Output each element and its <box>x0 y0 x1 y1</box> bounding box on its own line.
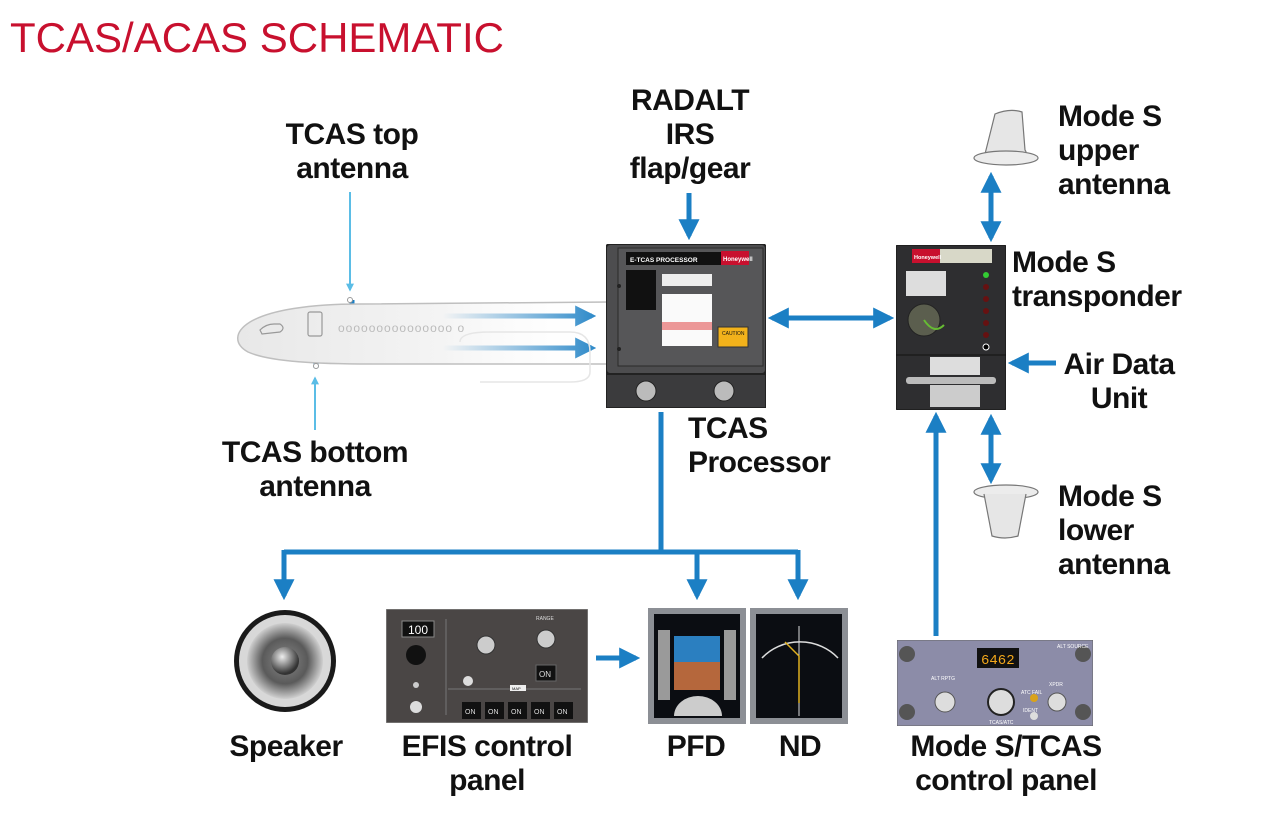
label-pfd: PFD <box>666 730 726 763</box>
efis-control-panel[interactable]: 100 RANGE ON MAP ON ON ON ON ON <box>385 608 589 724</box>
caution-label: CAUTION <box>722 331 745 337</box>
svg-text:TCAS/ATC: TCAS/ATC <box>989 720 1014 726</box>
page-title: TCAS/ACAS SCHEMATIC <box>10 14 504 61</box>
svg-text:ON: ON <box>488 709 499 716</box>
svg-text:ooooooooooooooo o: ooooooooooooooo o <box>338 321 465 335</box>
baro-value: 100 <box>408 623 428 637</box>
svg-text:ALT SOURCE: ALT SOURCE <box>1057 644 1089 650</box>
mode-s-upper-antenna-icon <box>973 109 1039 166</box>
svg-text:ON: ON <box>511 709 522 716</box>
svg-text:XPDR: XPDR <box>1049 682 1063 688</box>
mode-s-transponder-unit[interactable]: Honeywell <box>895 244 1007 411</box>
svg-text:IDENT: IDENT <box>1023 708 1038 714</box>
transponder-brand: Honeywell <box>914 255 942 261</box>
svg-text:ATC FAIL: ATC FAIL <box>1021 690 1043 696</box>
pfd-display <box>648 608 746 724</box>
svg-text:ON: ON <box>557 709 568 716</box>
aircraft-fuselage: ooooooooooooooo o <box>237 297 610 383</box>
nd-display <box>750 608 848 724</box>
label-nd: ND <box>778 730 822 763</box>
label-speaker: Speaker <box>229 730 343 763</box>
mode-s-tcas-control-panel[interactable]: 6462 ALT RPTG ALT SOURCE ATC FAIL IDENT … <box>896 639 1094 727</box>
speaker-icon <box>234 610 336 712</box>
svg-text:ALT RPTG: ALT RPTG <box>931 676 955 682</box>
map-label: MAP <box>512 686 521 691</box>
mode-s-lower-antenna-icon <box>973 484 1039 539</box>
svg-text:ON: ON <box>534 709 545 716</box>
processor-brand: Honeywell <box>723 257 753 263</box>
svg-text:ON: ON <box>465 709 476 716</box>
processor-name: E-TCAS PROCESSOR <box>630 257 698 264</box>
range-label: RANGE <box>536 616 554 622</box>
efis-on-buttons: ON ON ON ON ON <box>462 702 573 719</box>
efis-on-ctr: ON <box>539 670 551 679</box>
tcas-processor-unit[interactable]: E-TCAS PROCESSOR Honeywell CAUTION <box>605 243 767 409</box>
squawk-code: 6462 <box>981 653 1015 669</box>
